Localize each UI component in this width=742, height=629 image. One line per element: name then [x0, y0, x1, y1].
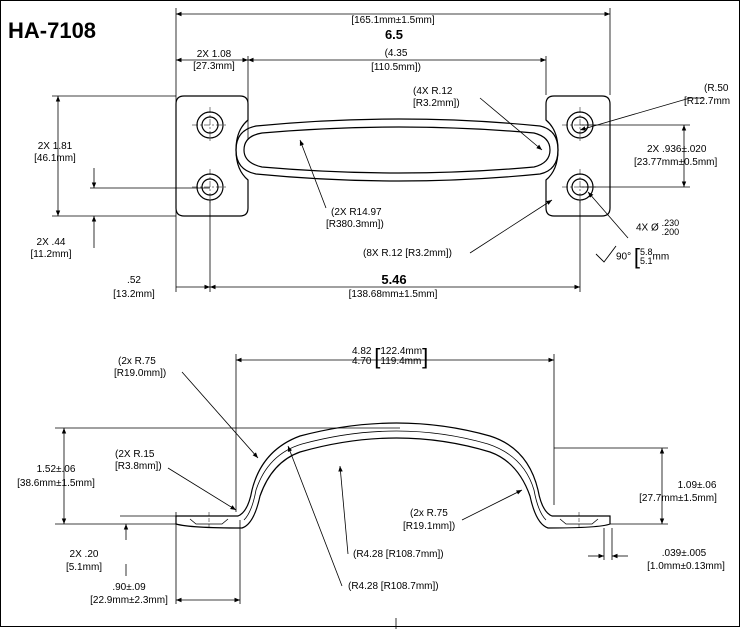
overall-height-mm: [38.6mm±1.5mm]: [17, 478, 95, 489]
foot-thickness-mm: [5.1mm]: [65, 562, 103, 573]
grip-radius-in: (2X R14.97: [331, 207, 382, 218]
hole-diameter-lower: .200: [661, 227, 680, 237]
foot-length-in: .90±.09: [112, 582, 146, 593]
hole-diameter-prefix: 4X Ø: [636, 222, 659, 234]
height-mm: [46.1mm]: [34, 153, 76, 164]
foot-length-mm: [22.9mm±2.3mm]: [90, 595, 168, 606]
clearance-mm: [27.7mm±1.5mm]: [639, 493, 717, 504]
edge-offset-in: 2X .44: [36, 237, 66, 248]
overall-length-mm: [165.1mm±1.5mm]: [351, 15, 435, 26]
hole-diameter-callout: 4X Ø .230.200: [636, 219, 679, 237]
part-number-title: HA-7108: [8, 18, 97, 43]
foot-radius-mm: [R3.8mm]): [115, 461, 162, 472]
edge-offset-mm: [11.2mm]: [30, 249, 72, 260]
inner-radius-in: (2x R.75: [410, 508, 448, 519]
clearance-in: 1.09±.06: [677, 480, 717, 491]
pad-width-mm: [27.3mm]: [193, 61, 235, 72]
countersink-lower: 5.1: [640, 256, 653, 266]
corner-radius-mm: [R3.2mm]): [413, 98, 460, 109]
hole-spacing-mm: [23.77mm±0.5mm]: [634, 157, 718, 168]
overall-height-in: 1.52±.06: [36, 464, 76, 475]
foot-thickness-in: 2X .20: [69, 549, 99, 560]
outer-radius-in: (2x R.75: [118, 356, 156, 367]
grip-length-mm: [110.5mm]): [371, 62, 421, 73]
span-mm-upper: 122.4mm: [380, 346, 423, 357]
thickness-in: .039±.005: [661, 548, 707, 559]
hole-center-mm: [138.68mm±1.5mm]: [348, 289, 438, 300]
thickness-mm: [1.0mm±0.13mm]: [647, 561, 725, 572]
arc-radius-b: (R4.28 [R108.7mm]): [348, 581, 439, 592]
hole-diameter-upper: .230: [661, 218, 680, 228]
grip-length-in: (4.35: [384, 48, 408, 59]
span-mm-lower: 119.4mm: [380, 356, 422, 367]
overall-length-in: 6.5: [384, 27, 404, 42]
arc-radius-a: (R4.28 [R108.7mm]): [353, 549, 444, 560]
hole-spacing-in: 2X .936±.020: [647, 144, 707, 155]
height-in: 2X 1.81: [37, 141, 73, 152]
side-view: [55, 354, 668, 629]
pad-edge-mm: [13.2mm]: [113, 289, 155, 300]
edge-radius-in: (R.50: [704, 83, 729, 94]
small-radius-callout: (8X R.12 [R3.2mm]): [363, 248, 452, 259]
outer-radius-mm: [R19.0mm]): [114, 368, 167, 379]
countersink-angle: 90°: [616, 251, 632, 263]
top-view: [52, 8, 704, 292]
span-in-lower: 4.70: [352, 356, 372, 367]
hole-center-in: 5.46: [381, 272, 407, 287]
corner-radius-in: (4X R.12: [413, 86, 453, 97]
inner-radius-mm: [R19.1mm]): [403, 521, 456, 532]
pad-width-in: 2X 1.08: [196, 49, 232, 60]
grip-radius-mm: [R380.3mm]): [326, 219, 384, 230]
countersink-unit: mm: [652, 251, 670, 263]
span-in-upper: 4.82: [352, 346, 372, 357]
foot-radius-in: (2X R.15: [115, 449, 155, 460]
pad-edge-in: .52: [127, 275, 141, 286]
countersink-upper: 5.8: [640, 247, 653, 257]
edge-radius-mm: [R12.7mm: [684, 96, 731, 107]
